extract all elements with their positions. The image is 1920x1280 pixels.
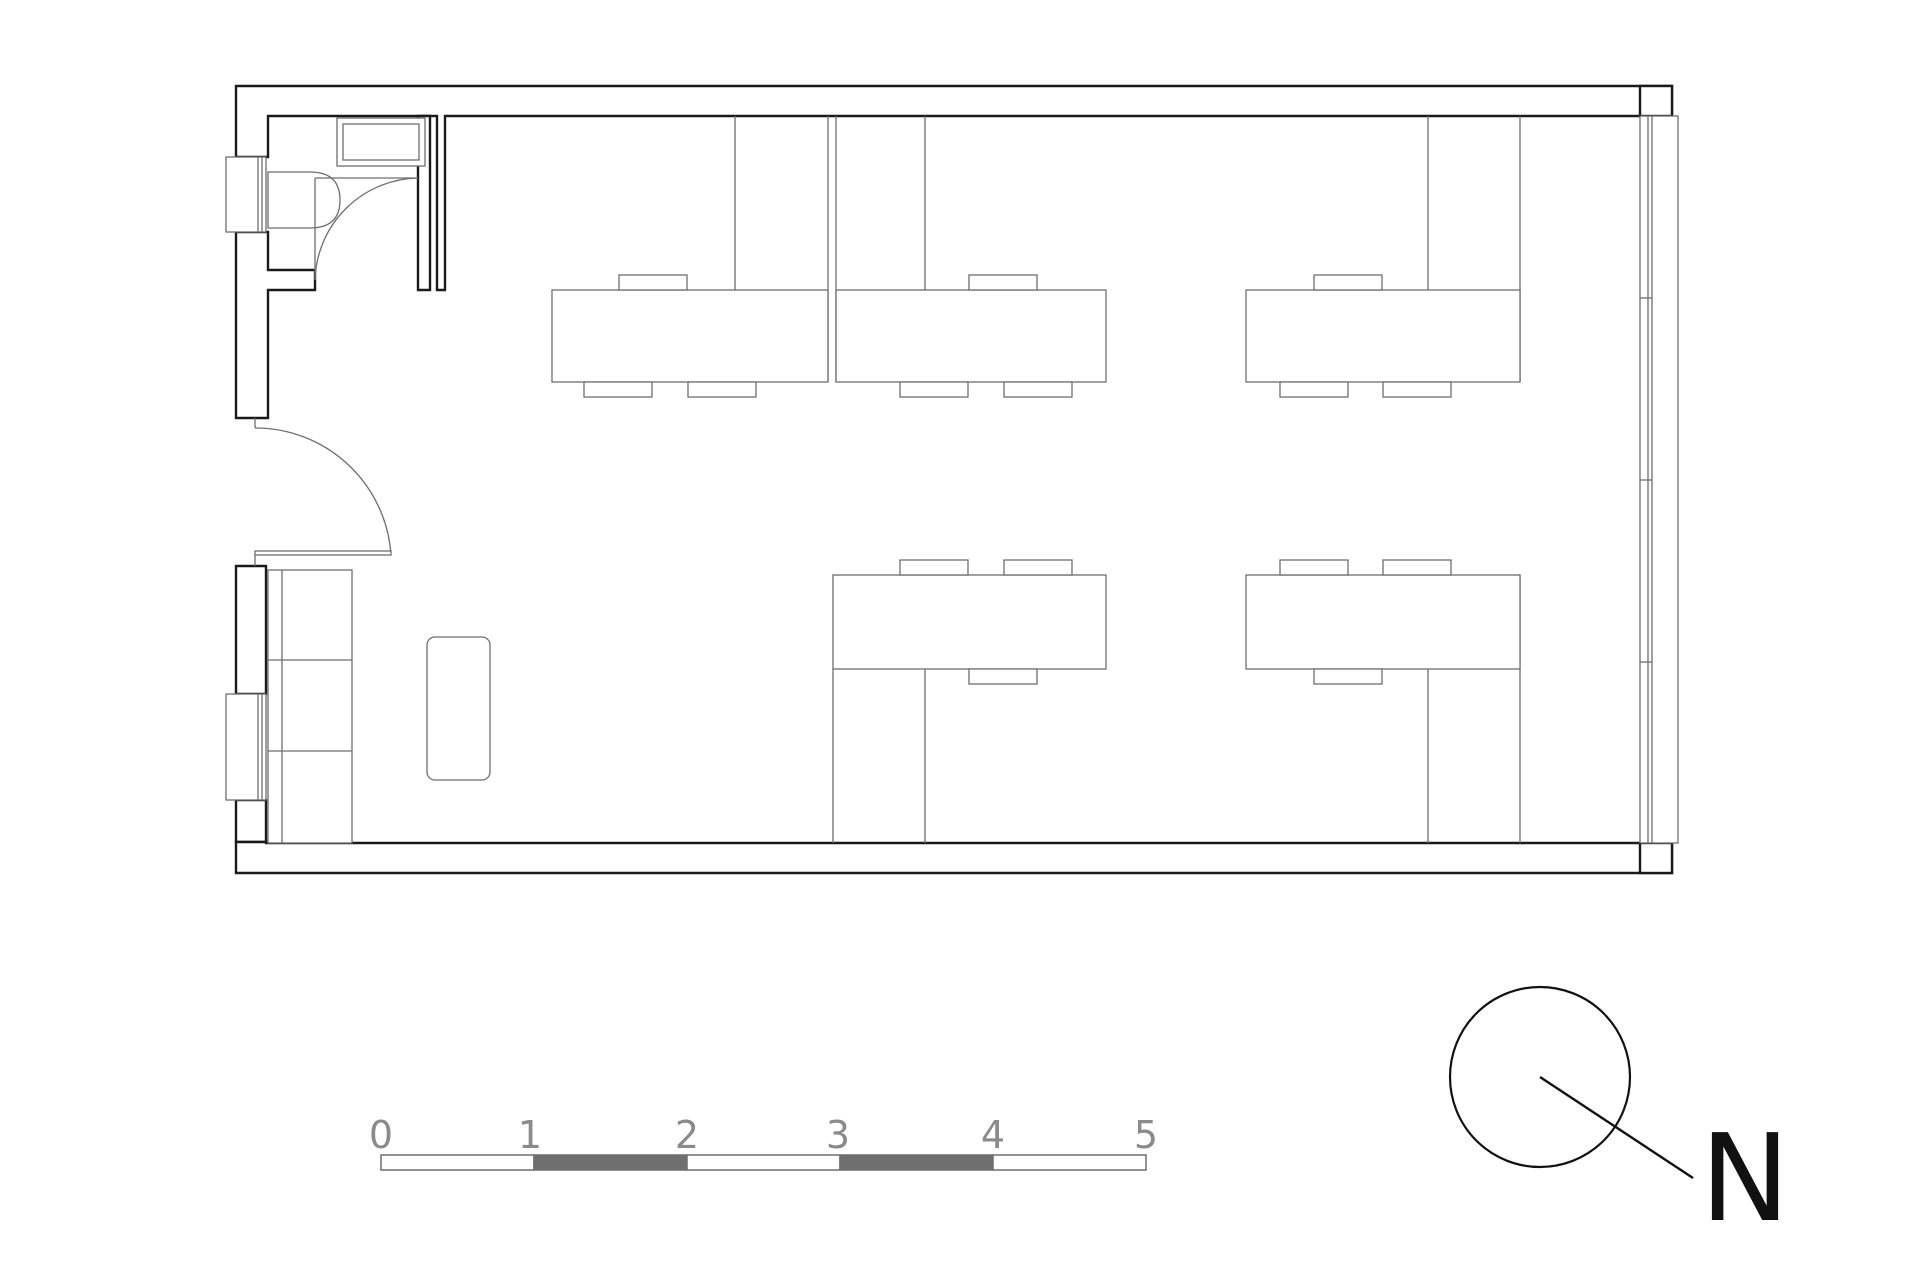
scale-segment — [992, 1154, 1147, 1171]
chair — [1279, 381, 1349, 398]
partitions — [734, 116, 1521, 843]
scale-segment — [686, 1154, 841, 1171]
right-wall-top-stub — [1638, 84, 1674, 118]
chair — [1279, 559, 1349, 576]
left-wall-bottom — [234, 798, 268, 844]
scale-label-2: 2 — [675, 1113, 699, 1157]
chairs — [583, 274, 1452, 685]
chair — [1313, 274, 1383, 291]
scale-label-4: 4 — [981, 1113, 1005, 1157]
lounge — [267, 569, 491, 844]
north-label: N — [1700, 1110, 1790, 1249]
toilet-bowl — [267, 171, 341, 229]
scale-segment — [533, 1154, 688, 1171]
cistern — [336, 117, 426, 167]
scale-label-1: 1 — [518, 1113, 542, 1157]
windows — [225, 115, 1679, 844]
chair — [1313, 668, 1383, 685]
scale-bar: 0 1 2 3 4 5 — [369, 1113, 1158, 1171]
scale-label-3: 3 — [826, 1113, 850, 1157]
entrance-door — [254, 418, 392, 566]
chair — [1382, 381, 1452, 398]
scale-segment — [380, 1154, 535, 1171]
chair — [618, 274, 688, 291]
chair — [899, 559, 969, 576]
north-arrow: N — [1448, 985, 1790, 1249]
chair — [583, 381, 653, 398]
bottom-wall — [234, 840, 1674, 875]
scale-segment — [839, 1154, 994, 1171]
toilet-room — [267, 117, 426, 281]
desk-3 — [1245, 289, 1521, 383]
north-arrow-pointer — [1539, 1075, 1694, 1180]
desk-5 — [1245, 574, 1521, 670]
entrance-door-swing — [254, 427, 392, 556]
desk-2 — [835, 289, 1107, 383]
chair — [687, 381, 757, 398]
desk-4 — [832, 574, 1107, 670]
scale-label-0: 0 — [369, 1113, 393, 1157]
sofa — [267, 569, 353, 844]
chair — [968, 668, 1038, 685]
chair — [968, 274, 1038, 291]
coffee-table — [426, 636, 491, 781]
window-toilet — [225, 156, 267, 233]
desk-1 — [551, 289, 829, 383]
desks — [551, 289, 1521, 670]
chair — [899, 381, 969, 398]
left-wall-lower — [234, 564, 268, 696]
top-wall — [234, 84, 1674, 292]
scale-label-5: 5 — [1134, 1113, 1158, 1157]
right-wall-bottom-stub — [1638, 841, 1674, 875]
window-left-lower — [225, 693, 267, 801]
chair — [1003, 559, 1073, 576]
chair — [1382, 559, 1452, 576]
north-arrow-circle — [1448, 985, 1632, 1169]
toilet-door-swing — [314, 177, 419, 281]
chair — [1003, 381, 1073, 398]
left-wall-upper — [234, 230, 317, 420]
